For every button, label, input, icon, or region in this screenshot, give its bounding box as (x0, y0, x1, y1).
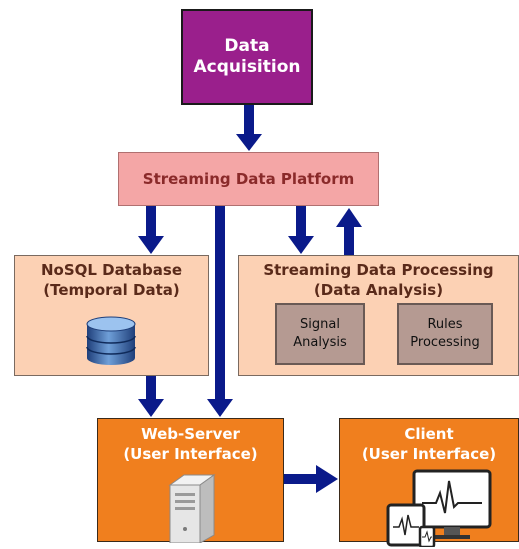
arrow-platform-to-processing (288, 206, 314, 254)
client-node: Client (User Interface) (339, 418, 519, 547)
signal-analysis-node: Signal Analysis (275, 303, 365, 365)
processing-label-line2: (Data Analysis) (313, 281, 444, 299)
client-label-line1: Client (404, 425, 454, 443)
nosql-database-node: NoSQL Database (Temporal Data) (14, 255, 209, 376)
data-acquisition-label-line2: Acquisition (193, 57, 301, 77)
arrow-platform-to-webserver (207, 206, 233, 417)
data-acquisition-node: Data Acquisition (181, 9, 313, 105)
web-server-label-line1: Web-Server (141, 425, 240, 443)
client-label-line2: (User Interface) (361, 445, 497, 463)
streaming-data-platform-label: Streaming Data Platform (142, 170, 355, 188)
nosql-label-line1: NoSQL Database (40, 261, 183, 279)
streaming-data-platform-node: Streaming Data Platform (118, 152, 379, 206)
nosql-label-line2: (Temporal Data) (43, 281, 180, 299)
data-acquisition-label-line1: Data (224, 36, 270, 56)
rules-processing-line1: Rules (427, 317, 463, 332)
database-icon (86, 316, 136, 365)
web-server-label-line2: (User Interface) (123, 445, 258, 463)
server-icon (168, 474, 216, 543)
arrow-nosql-to-webserver (138, 376, 164, 417)
streaming-data-processing-node: Streaming Data Processing (Data Analysis… (238, 255, 519, 376)
web-server-node: Web-Server (User Interface) (97, 418, 284, 543)
arrow-acquisition-to-platform (236, 105, 262, 151)
rules-processing-node: Rules Processing (397, 303, 493, 365)
rules-processing-line2: Processing (410, 335, 480, 350)
signal-analysis-line1: Signal (300, 317, 340, 332)
arrow-platform-to-nosql (138, 206, 164, 254)
signal-analysis-line2: Analysis (293, 335, 347, 350)
arrow-webserver-to-client (284, 465, 338, 493)
devices-icon (386, 469, 492, 547)
arrow-processing-to-platform (336, 208, 362, 255)
processing-label-line1: Streaming Data Processing (263, 261, 494, 279)
